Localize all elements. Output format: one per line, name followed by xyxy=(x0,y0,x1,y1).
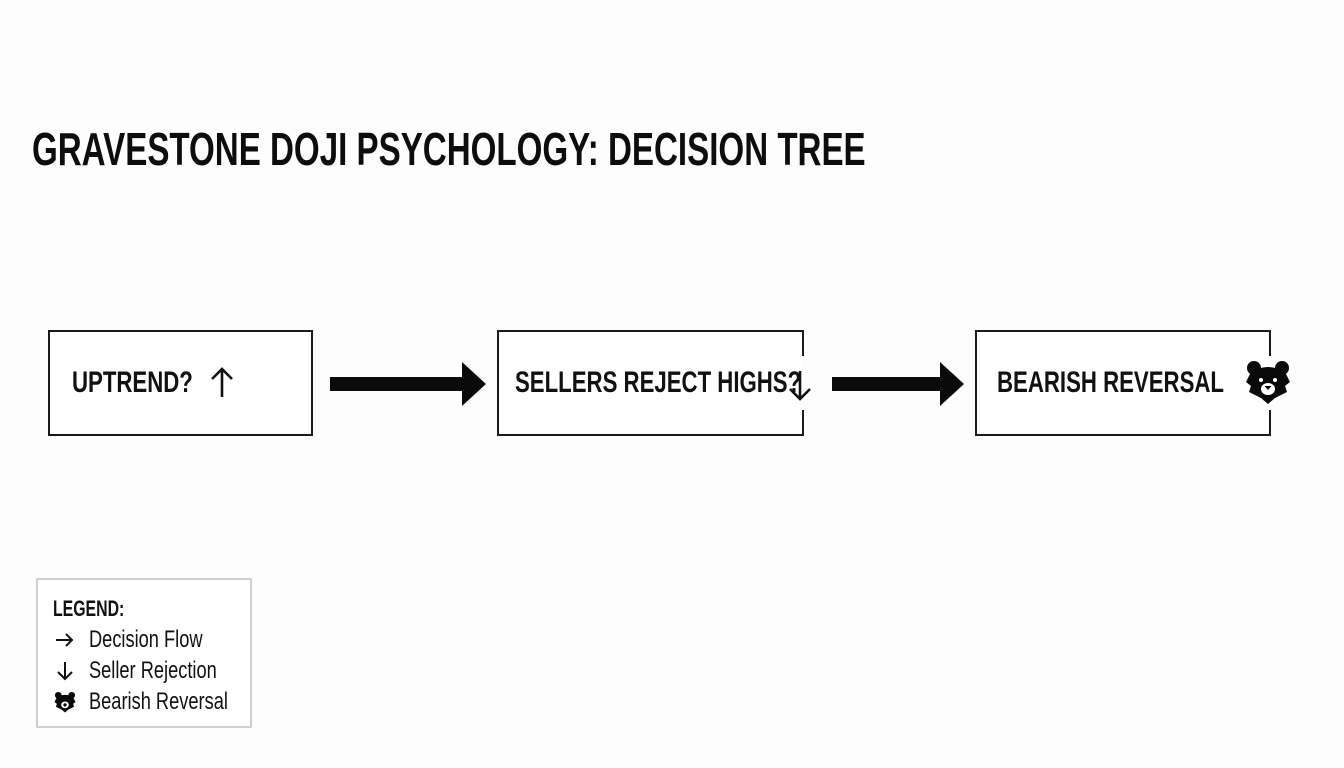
legend-item-label: Seller Rejection xyxy=(89,657,217,684)
node-border-segment xyxy=(1269,410,1271,436)
diagram-title: GRAVESTONE DOJI PSYCHOLOGY: DECISION TRE… xyxy=(32,123,866,175)
arrow-down-icon xyxy=(787,370,813,407)
arrow-right-icon xyxy=(54,629,76,651)
node-bearish-reversal: BEARISH REVERSAL xyxy=(975,330,1290,436)
flow-arrow-uptrend-to-sellers xyxy=(330,362,486,411)
node-sellers-reject-label: SELLERS REJECT HIGHS? xyxy=(515,366,802,399)
legend-item-decision-flow: Decision Flow xyxy=(52,626,252,654)
node-uptrend: UPTREND? xyxy=(48,330,313,436)
bear-icon xyxy=(54,691,76,713)
flow-arrow-sellers-to-bearish xyxy=(832,362,964,411)
arrow-up-icon xyxy=(210,366,234,403)
node-border-segment xyxy=(802,410,804,436)
arrow-down-icon xyxy=(54,660,76,682)
node-border-segment xyxy=(1269,330,1271,356)
node-border-segment xyxy=(802,330,804,356)
legend: LEGEND: Decision Flow Seller Rejection xyxy=(36,578,252,728)
bear-icon xyxy=(1245,360,1291,409)
node-bearish-reversal-label: BEARISH REVERSAL xyxy=(997,366,1224,399)
legend-item-seller-rejection: Seller Rejection xyxy=(52,657,252,685)
node-sellers-reject-highs: SELLERS REJECT HIGHS? xyxy=(497,330,811,436)
legend-item-label: Decision Flow xyxy=(89,626,203,653)
legend-item-label: Bearish Reversal xyxy=(89,688,228,715)
legend-item-bearish-reversal: Bearish Reversal xyxy=(52,688,252,716)
node-uptrend-label: UPTREND? xyxy=(72,366,193,399)
legend-title: LEGEND: xyxy=(53,596,125,621)
